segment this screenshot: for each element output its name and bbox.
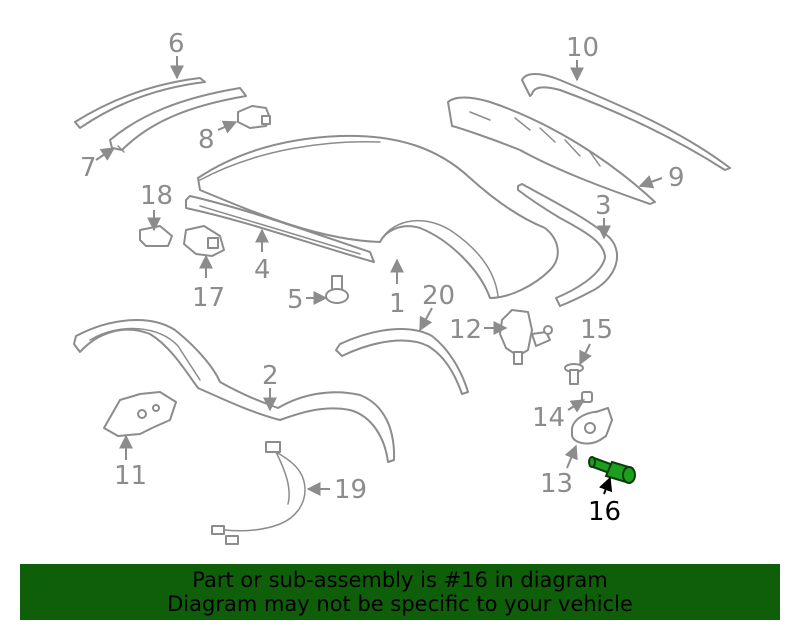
callout-18[interactable]: 18 bbox=[140, 181, 173, 211]
callout-7[interactable]: 7 bbox=[80, 153, 97, 183]
leader-13 bbox=[564, 444, 578, 469]
callout-10[interactable]: 10 bbox=[566, 33, 599, 63]
part-4-header-bow[interactable] bbox=[185, 195, 375, 263]
part-8-bracket-clip[interactable] bbox=[237, 105, 271, 129]
callout-14[interactable]: 14 bbox=[532, 403, 565, 433]
part-7-weatherstrip[interactable] bbox=[109, 87, 247, 153]
part-18-pad[interactable] bbox=[139, 225, 173, 247]
part-9-rear-window[interactable] bbox=[447, 96, 656, 205]
callout-1[interactable]: 1 bbox=[389, 289, 406, 319]
part-10-rear-seal[interactable] bbox=[521, 73, 731, 171]
callout-6[interactable]: 6 bbox=[168, 29, 185, 59]
callout-15[interactable]: 15 bbox=[580, 315, 613, 345]
info-banner: Part or sub-assembly is #16 in diagram D… bbox=[20, 564, 780, 620]
part-13-latch-hook[interactable] bbox=[571, 407, 613, 445]
part-5-bolt[interactable] bbox=[325, 275, 349, 304]
leader-14 bbox=[567, 399, 586, 413]
leader-8 bbox=[217, 120, 238, 134]
part-2-frame-bow[interactable] bbox=[73, 319, 396, 463]
part-15-pin[interactable] bbox=[564, 363, 584, 385]
callout-12[interactable]: 12 bbox=[449, 315, 482, 345]
part-16-bolt-highlighted[interactable] bbox=[588, 456, 636, 484]
callout-4[interactable]: 4 bbox=[254, 255, 271, 285]
callout-8[interactable]: 8 bbox=[198, 125, 215, 155]
part-12-latch-mechanism[interactable] bbox=[499, 309, 553, 365]
callout-20[interactable]: 20 bbox=[422, 281, 455, 311]
leader-9 bbox=[638, 175, 663, 189]
callout-16[interactable]: 16 bbox=[588, 497, 621, 527]
callout-5[interactable]: 5 bbox=[287, 285, 304, 315]
leader-16 bbox=[599, 476, 613, 495]
parts-diagram: 6 7 8 10 9 3 18 17 4 5 1 20 12 15 14 13 … bbox=[73, 29, 731, 545]
callout-11[interactable]: 11 bbox=[114, 461, 147, 491]
banner-line-2: Diagram may not be specific to your vehi… bbox=[167, 592, 633, 616]
callout-13[interactable]: 13 bbox=[540, 469, 573, 499]
part-19-wire-harness[interactable] bbox=[211, 441, 306, 545]
callout-9[interactable]: 9 bbox=[668, 163, 685, 193]
leader-20 bbox=[419, 307, 433, 332]
part-17-latch-bracket[interactable] bbox=[183, 225, 225, 257]
callout-19[interactable]: 19 bbox=[334, 475, 367, 505]
callout-2[interactable]: 2 bbox=[262, 361, 279, 391]
part-1-top-cover[interactable] bbox=[197, 134, 559, 299]
banner-line-1: Part or sub-assembly is #16 in diagram bbox=[192, 568, 608, 592]
leader-15 bbox=[579, 343, 592, 366]
callout-3[interactable]: 3 bbox=[595, 191, 612, 221]
callout-17[interactable]: 17 bbox=[192, 283, 225, 313]
part-11-hinge-bracket[interactable] bbox=[103, 391, 177, 437]
part-20-arched-trim[interactable] bbox=[335, 328, 469, 395]
part-6-rail-strip[interactable] bbox=[74, 77, 206, 129]
leader-7 bbox=[95, 147, 116, 161]
